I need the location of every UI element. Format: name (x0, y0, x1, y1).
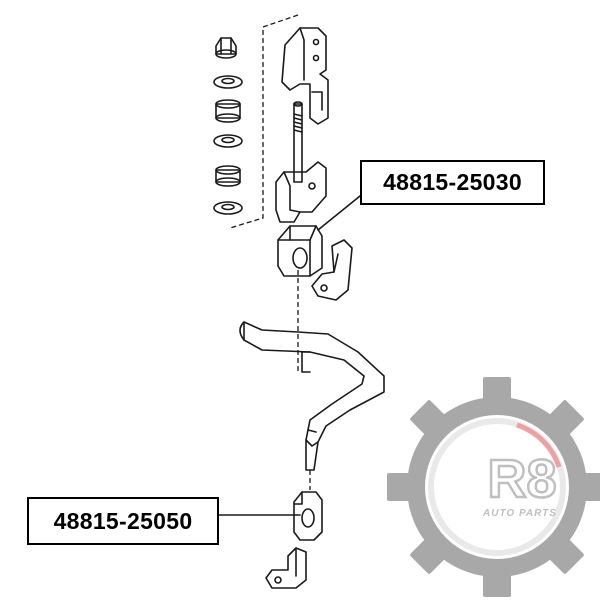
brand-mark: R8 (487, 449, 556, 509)
stabilizer-bushing-lower (293, 491, 323, 541)
leader-line-top (317, 195, 361, 231)
stabilizer-link-bolt (293, 101, 303, 183)
part-number-label-top: 48815-25030 (360, 160, 545, 205)
lower-clamp-bracket (265, 547, 307, 589)
washer (213, 75, 243, 89)
brand-tagline: AUTO PARTS (482, 508, 557, 519)
cushion (215, 165, 241, 187)
gear-icon (387, 377, 600, 597)
stabilizer-bushing-upper (277, 225, 323, 277)
lower-link-bracket (275, 161, 327, 223)
bushing-clamp-bracket (311, 239, 353, 301)
hardware-group-bracket (229, 14, 299, 229)
washer (213, 134, 243, 148)
nut (215, 37, 237, 59)
washer (213, 201, 243, 215)
part-number-label-bottom: 48815-25050 (27, 497, 219, 545)
cushion (215, 99, 241, 123)
upper-mount-bracket (281, 27, 329, 125)
r8-logo-watermark: R8 AUTO PARTS (387, 377, 600, 597)
stabilizer-bar (239, 321, 385, 471)
